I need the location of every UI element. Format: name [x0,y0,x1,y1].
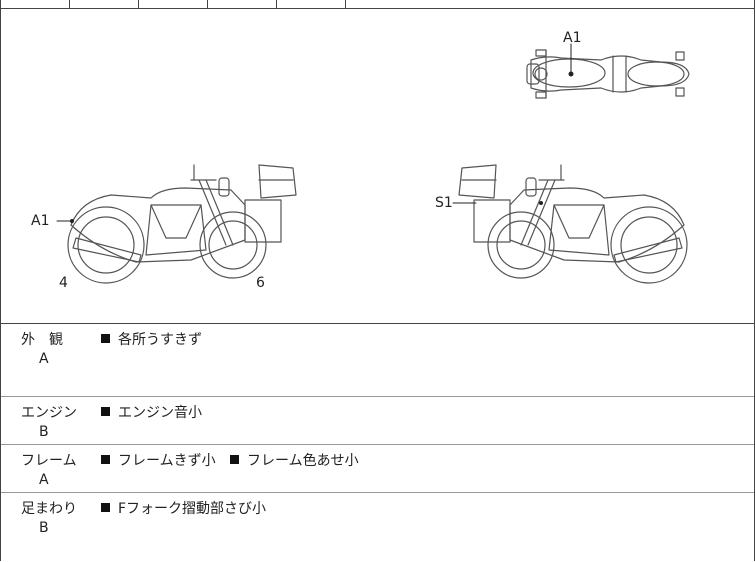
condition-row-engine: エンジン B エンジン音小 [1,396,754,445]
note-text: エンジン音小 [118,405,202,421]
wheel-label-rear: 6 [256,275,265,291]
section-name: フレーム [21,453,77,469]
bullet-square-icon [101,455,110,464]
section-name: 外 観 [21,332,63,348]
section-notes: エンジン音小 [101,402,212,422]
note-text: フレームきず小 [118,453,216,469]
condition-row-frame: フレーム A フレームきず小 フレーム色あせ小 [1,444,754,493]
note-text: 各所うすきず [118,332,202,348]
motorcycle-top-view [526,49,690,99]
damage-marker-dot [568,71,574,77]
bullet-square-icon [101,334,110,343]
section-notes: 各所うすきず [101,329,212,349]
motorcycle-outlines [56,43,690,284]
condition-row-suspension: 足まわり B Fフォーク摺動部さび小 [1,492,754,562]
damage-marker-dot [539,201,543,205]
section-grade: B [39,520,49,536]
note-text: フレーム色あせ小 [247,453,359,469]
table-divider [345,0,346,8]
marker-label-left: A1 [31,213,50,229]
table-divider [138,0,139,8]
section-name: エンジン [21,405,77,421]
section-notes: Fフォーク摺動部さび小 [101,498,276,518]
section-grade: A [39,472,49,488]
condition-row-exterior: 外 観 A 各所うすきず [1,324,754,396]
wheel-label-front: 4 [59,275,68,291]
table-divider [69,0,70,8]
section-grade: B [39,424,49,440]
motorcycle-right-view [458,164,688,284]
bullet-square-icon [101,503,110,512]
table-divider [207,0,208,8]
table-divider [276,0,277,8]
condition-diagram: A1 A1 4 6 S1 [0,8,755,324]
motorcycle-left-view [67,164,297,284]
marker-label-right: S1 [435,195,453,211]
damage-marker-dot [70,219,74,223]
section-grade: A [39,351,49,367]
section-name: 足まわり [21,501,77,517]
condition-table: 外 観 A 各所うすきず エンジン B エンジン音小 フレーム A フレームきず… [0,324,755,561]
bullet-square-icon [230,455,240,464]
bullet-square-icon [101,407,110,416]
section-notes: フレームきず小 フレーム色あせ小 [101,450,369,470]
marker-label-top: A1 [563,30,582,46]
note-text: Fフォーク摺動部さび小 [118,501,267,517]
